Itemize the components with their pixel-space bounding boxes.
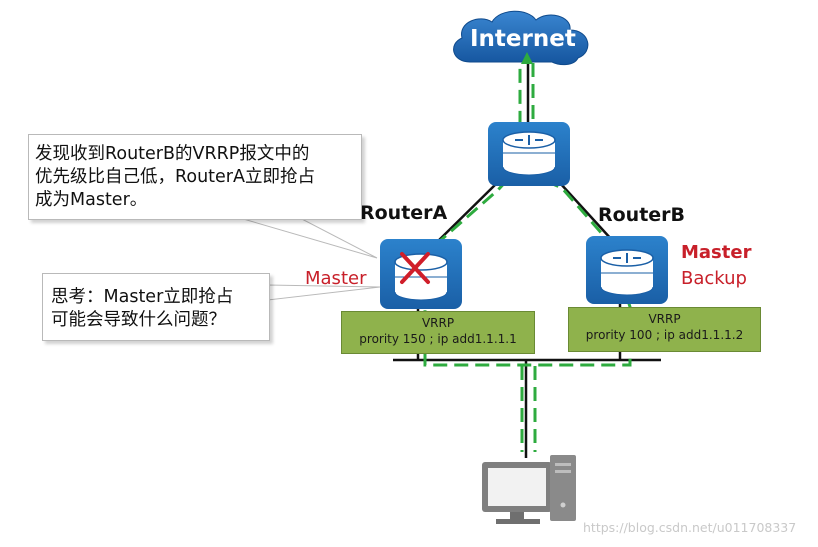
question-callout-line1: 思考：Master立即抢占 xyxy=(51,287,234,307)
question-callout-line2: 可能会导致什么问题？ xyxy=(51,310,226,331)
routerb-vrrp-detail: prority 100 ; ip add1.1.1.2 xyxy=(585,327,744,342)
routerb-vrrp-title: VRRP xyxy=(648,312,681,326)
routerb-state-master-label: Master xyxy=(681,242,752,263)
internet-label: Internet xyxy=(470,26,576,52)
pc-icon xyxy=(482,455,576,524)
preempt-callout-line1: 发现收到RouterB的VRRP报文中的 xyxy=(35,144,310,164)
link-core-routerb xyxy=(559,182,613,241)
routerb-label: RouterB xyxy=(598,204,686,226)
preempt-callout-line2: 优先级比自己低，RouterA立即抢占 xyxy=(35,167,315,188)
routerb-vrrp-box: VRRP prority 100 ; ip add1.1.1.2 xyxy=(568,307,761,352)
routera-vrrp-title: VRRP xyxy=(421,316,455,330)
cross-icon xyxy=(400,252,430,284)
routera-label: RouterA xyxy=(360,202,448,224)
routera-vrrp-box: VRRP prority 150 ; ip add1.1.1.1 xyxy=(341,311,535,354)
core-router-icon xyxy=(488,122,570,186)
internet-cloud-icon xyxy=(453,10,589,66)
preempt-callout-line3: 成为Master。 xyxy=(35,190,148,211)
link-core-routera xyxy=(433,182,498,246)
question-callout: 思考：Master立即抢占 可能会导致什么问题？ xyxy=(42,273,270,341)
routerb-state-backup-label: Backup xyxy=(681,268,747,289)
routera-vrrp-detail: prority 150 ; ip add1.1.1.1 xyxy=(359,331,517,346)
routera-state-label: Master xyxy=(305,268,367,289)
preempt-callout: 发现收到RouterB的VRRP报文中的 优先级比自己低，RouterA立即抢占… xyxy=(28,134,362,220)
routerb-icon xyxy=(586,236,668,304)
watermark: https://blog.csdn.net/u011708337 xyxy=(583,520,797,535)
arrow-up-icon xyxy=(521,52,533,64)
